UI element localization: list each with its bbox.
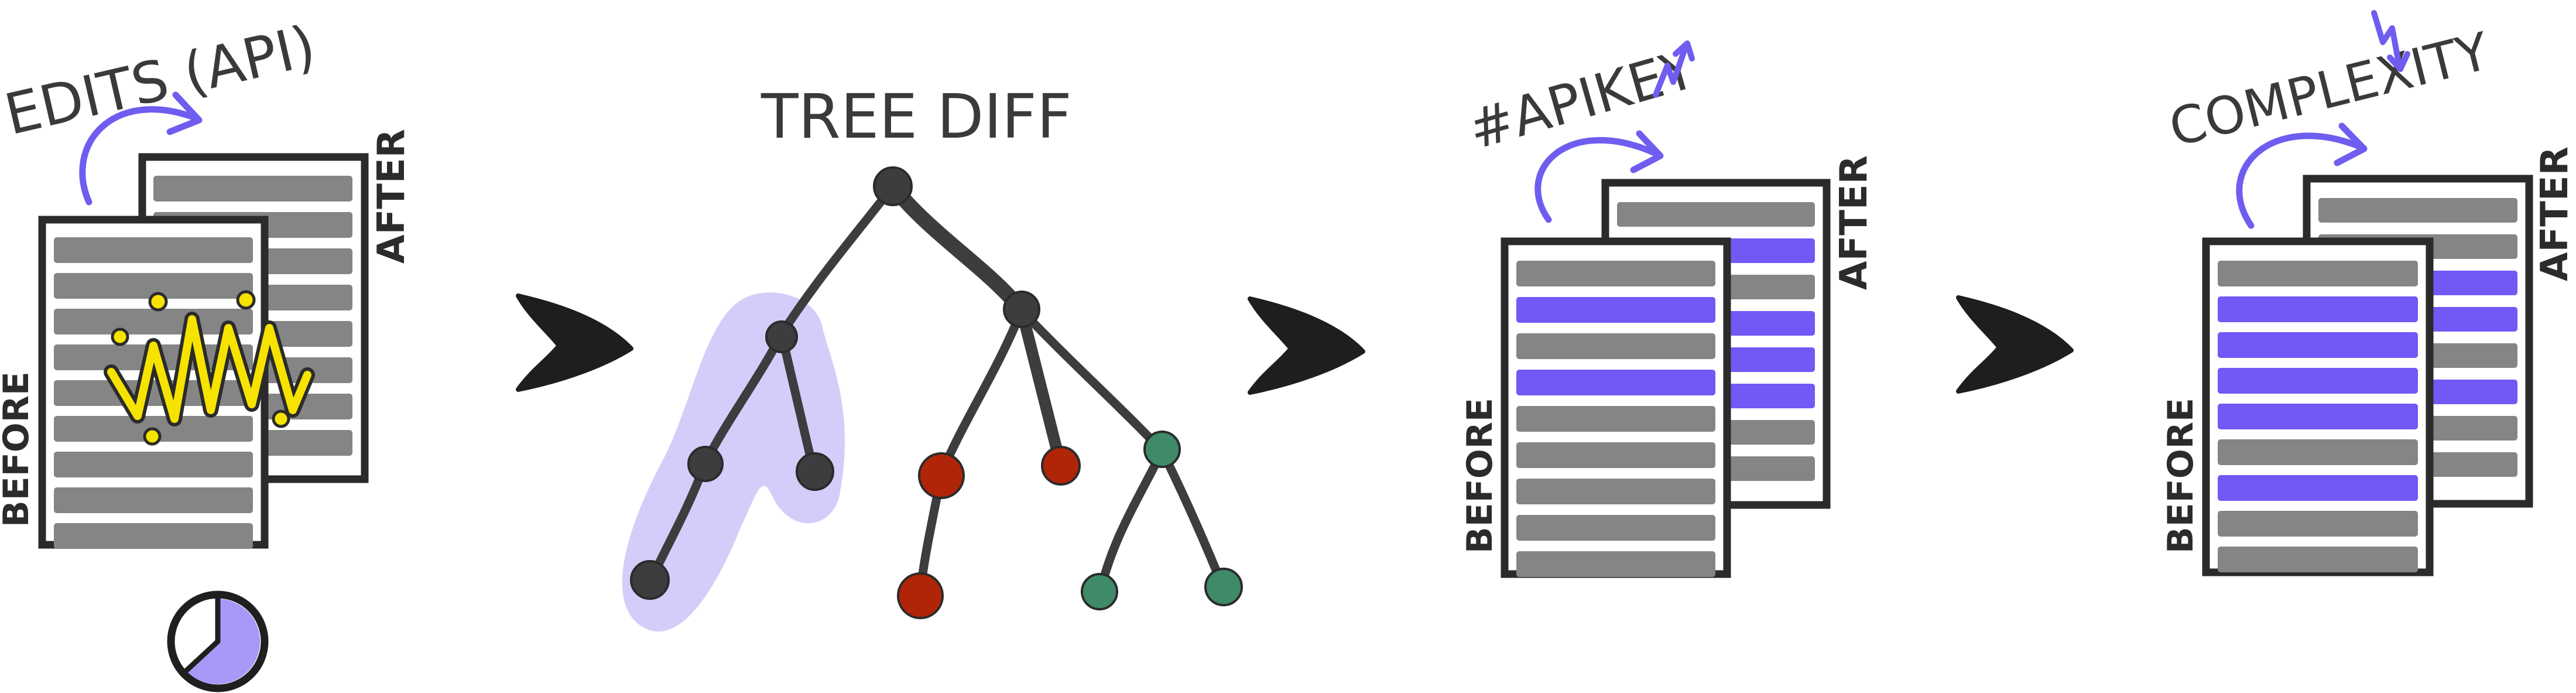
text-line — [54, 237, 253, 263]
step-tree-diff: TREE DIFF — [622, 81, 1243, 632]
text-line — [153, 176, 352, 202]
curved-arrow-head — [166, 91, 203, 135]
tree-node — [765, 320, 798, 353]
curved-arrow-icon — [79, 106, 197, 206]
text-line — [2218, 439, 2418, 465]
before-document: BEFORE — [2160, 237, 2434, 576]
tree-node-added — [1081, 573, 1118, 610]
text-line — [54, 273, 253, 299]
curved-arrow-icon — [2236, 132, 2363, 229]
highlighted-text-line — [2218, 368, 2418, 394]
highlighted-text-line — [2218, 475, 2418, 501]
tree-node-removed — [1041, 446, 1081, 486]
arrow-right-icon — [1248, 296, 1365, 395]
tree-node-root — [873, 166, 913, 206]
before-label: BEFORE — [1460, 398, 1501, 554]
highlighted-text-line — [2218, 404, 2418, 429]
text-line — [2218, 511, 2418, 537]
tree-node — [687, 446, 724, 482]
squiggle-up-icon — [1653, 43, 1689, 98]
after-label: AFTER — [2533, 146, 2576, 281]
step-apikey: #APIKEY AFTER BEFORE — [1460, 37, 1876, 578]
text-line — [2318, 198, 2517, 223]
step-tree-title: TREE DIFF — [761, 81, 1072, 152]
text-line — [54, 309, 253, 334]
tree-node-added — [1143, 431, 1181, 468]
text-line — [2218, 261, 2418, 286]
tree-node — [630, 560, 670, 600]
highlighted-text-line — [2218, 332, 2418, 358]
tree-node-added — [1204, 568, 1243, 606]
highlighted-text-line — [2218, 296, 2418, 322]
text-line — [2218, 547, 2418, 572]
before-label: BEFORE — [2160, 398, 2201, 554]
text-line — [1516, 442, 1715, 468]
before-document: BEFORE — [1460, 237, 1731, 578]
text-line — [54, 452, 253, 477]
step-complexity: COMPLEXITY AFTER BEFORE — [2160, 10, 2576, 576]
text-line — [54, 487, 253, 513]
text-line — [1516, 515, 1715, 541]
text-line — [1516, 406, 1715, 432]
before-document: BEFORE — [0, 216, 269, 549]
highlighted-text-line — [1516, 297, 1715, 323]
squiggle-down-icon — [2371, 10, 2402, 69]
tree-node-removed — [897, 572, 944, 619]
step-edits-title: EDITS (API) — [0, 13, 321, 148]
tree-node — [796, 452, 834, 491]
tree-node — [1003, 291, 1040, 328]
tree-nodes — [630, 166, 1243, 619]
tree-node-removed — [918, 452, 965, 499]
highlighted-text-line — [1516, 370, 1715, 395]
text-line — [1516, 261, 1715, 286]
step-edits: EDITS (API) AFTER BEFORE — [0, 13, 413, 692]
text-line — [1516, 551, 1715, 577]
text-line — [1516, 479, 1715, 504]
text-line — [54, 523, 253, 549]
text-line — [1617, 202, 1815, 227]
before-label: BEFORE — [0, 371, 37, 527]
clock-icon — [167, 590, 269, 692]
arrow-right-icon — [516, 293, 633, 392]
text-line — [1516, 333, 1715, 359]
curved-arrow-icon — [1534, 136, 1659, 223]
after-label: AFTER — [1832, 155, 1876, 290]
after-label: AFTER — [370, 129, 413, 264]
scribble-edit-icon — [104, 290, 315, 446]
arrow-right-icon — [1956, 295, 2074, 394]
